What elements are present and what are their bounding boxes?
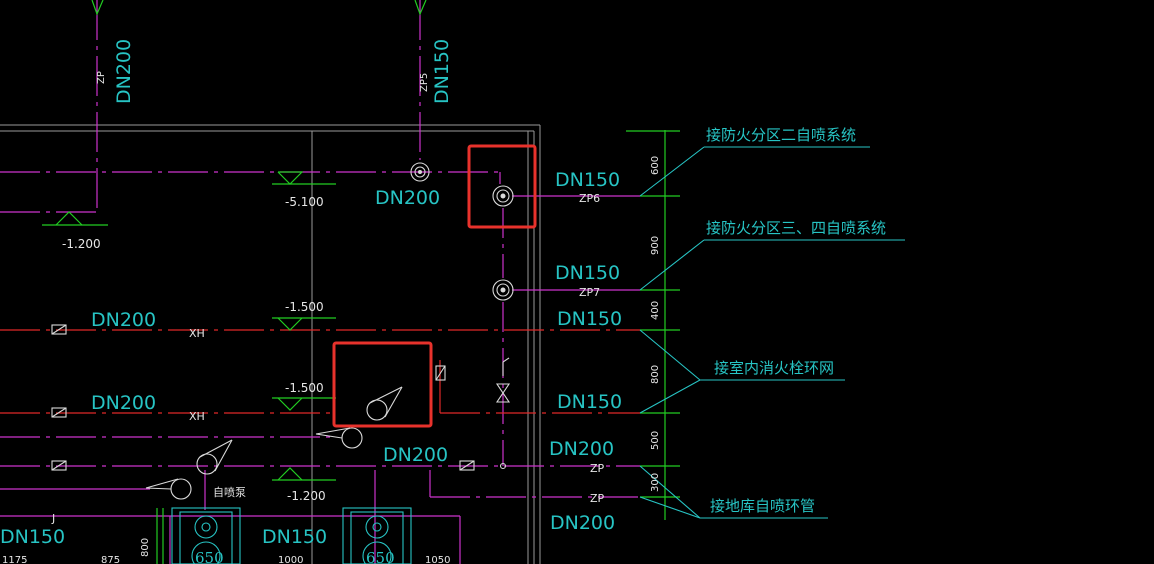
pipe-label: DN200 xyxy=(375,187,440,209)
pipe-label: DN200 xyxy=(113,39,135,104)
pipe-label: DN200 xyxy=(549,438,614,460)
dimension-value: 600 xyxy=(650,156,661,175)
pump-icon xyxy=(315,427,363,449)
dimension-value: 1000 xyxy=(278,555,303,564)
pump-size-label: 650 xyxy=(366,549,395,564)
butterfly-valve-icon xyxy=(495,357,511,403)
pump-icon xyxy=(366,386,403,421)
callout-text: 接地库自喷环管 xyxy=(710,497,815,515)
pipe-label: DN150 xyxy=(555,169,620,191)
pump-label: 自喷泵 xyxy=(213,486,246,499)
dimension-value: 1050 xyxy=(425,555,450,564)
pump-icon xyxy=(196,439,233,475)
pipe-id-label: ZP xyxy=(96,71,107,84)
gate-valve-icon xyxy=(51,460,67,471)
riser-dn200-icon xyxy=(410,162,430,182)
elevation-marker-icon xyxy=(272,467,336,481)
pipe-label: DN200 xyxy=(91,309,156,331)
pipe-label: DN150 xyxy=(557,391,622,413)
pump-size-label: 650 xyxy=(195,549,224,564)
valve-symbols xyxy=(51,324,511,471)
pipe-id-label: XH xyxy=(189,410,205,423)
highlight-box-zp6[interactable] xyxy=(467,144,537,229)
dimension-value: 400 xyxy=(650,301,661,320)
riser-zp7-icon xyxy=(492,279,514,301)
pipe-id-label: ZP xyxy=(590,492,605,505)
elevation-marker-icon xyxy=(272,317,336,331)
pipe-id-label: ZP xyxy=(590,462,605,475)
callout-text: 接室内消火栓环网 xyxy=(714,359,834,377)
pump-symbols xyxy=(145,386,403,500)
elevation-value: -1.500 xyxy=(285,300,324,314)
dimension-value: 1175 xyxy=(2,555,27,564)
dimension-value: 800 xyxy=(140,538,151,557)
dimension-value: 800 xyxy=(650,365,661,384)
elevation-marker-icon xyxy=(272,397,336,411)
pipe-label: DN150 xyxy=(0,526,65,548)
elevation-value: -5.100 xyxy=(285,195,324,209)
pipe-label: DN200 xyxy=(383,444,448,466)
elevation-marker-icon xyxy=(42,211,108,226)
elevation-marker-icon xyxy=(272,171,336,185)
pump-icon xyxy=(145,478,192,500)
elevation-value: -1.200 xyxy=(287,489,326,503)
pipe-label: DN150 xyxy=(557,308,622,330)
elevation-value: -1.500 xyxy=(285,381,324,395)
pipe-label: DN150 xyxy=(262,526,327,548)
pipe-id-label: J xyxy=(51,512,55,525)
riser-zp6-icon xyxy=(492,185,514,207)
elevation-value: -1.200 xyxy=(62,237,101,251)
sprinkler-pipes xyxy=(0,0,640,564)
gate-valve-icon xyxy=(51,324,67,335)
dimension-value: 500 xyxy=(650,431,661,450)
pipe-id-label: ZP7 xyxy=(579,286,600,299)
dimension-value: 300 xyxy=(650,473,661,492)
pipe-label: DN200 xyxy=(91,392,156,414)
callout-leaders xyxy=(639,146,905,519)
dimension-value: 875 xyxy=(101,555,120,564)
hydrant-pipes xyxy=(0,329,640,414)
pipe-id-label: ZP6 xyxy=(579,192,600,205)
wall-outline xyxy=(0,124,541,564)
pipe-id-label: XH xyxy=(189,327,205,340)
dimension-value: 900 xyxy=(650,236,661,255)
pipe-label: DN150 xyxy=(431,39,453,104)
elevation-markers xyxy=(42,0,427,481)
callout-text: 接防火分区三、四自喷系统 xyxy=(706,219,886,237)
pipe-label: DN150 xyxy=(555,262,620,284)
pump-units xyxy=(156,507,412,564)
callout-text: 接防火分区二自喷系统 xyxy=(706,126,856,144)
gate-valve-icon xyxy=(459,460,475,471)
gate-valve-icon xyxy=(51,407,67,418)
highlight-box-pump[interactable] xyxy=(332,341,433,428)
pipe-label: DN200 xyxy=(550,512,615,534)
riser-fittings xyxy=(410,162,514,301)
dimension-column xyxy=(626,130,680,520)
pipe-id-label: ZP5 xyxy=(419,73,430,92)
gate-valve-icon xyxy=(435,365,446,381)
